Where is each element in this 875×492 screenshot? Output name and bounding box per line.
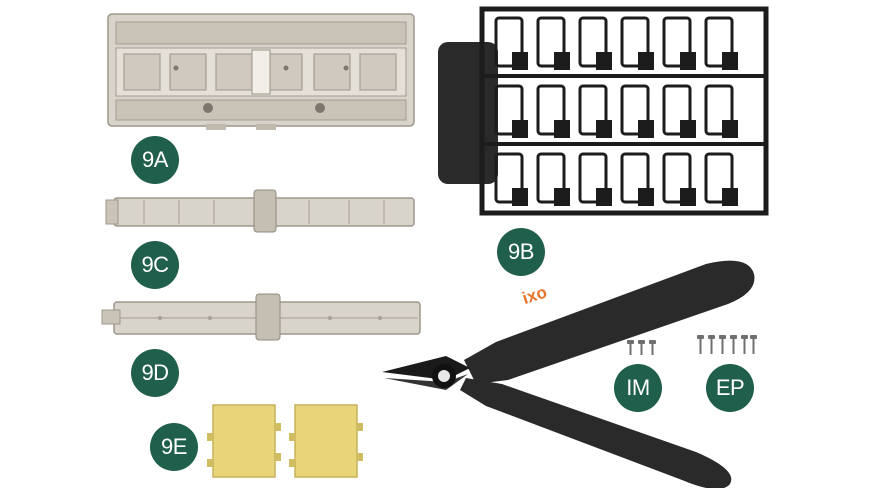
screws-ep-group bbox=[696, 334, 758, 356]
part-9e-panels bbox=[205, 403, 369, 479]
part-9a-chassis bbox=[106, 8, 418, 133]
badge-9e: 9E bbox=[150, 423, 198, 471]
badge-9a: 9A bbox=[131, 136, 179, 184]
badge-ep: EP bbox=[706, 364, 754, 412]
badge-9b: 9B bbox=[497, 228, 545, 276]
part-9c-rail bbox=[104, 186, 420, 236]
part-9d-rail bbox=[100, 292, 424, 344]
screws-im-group bbox=[625, 339, 659, 357]
part-9b-sprue bbox=[434, 6, 772, 216]
badge-im: IM bbox=[614, 364, 662, 412]
badge-9d: 9D bbox=[131, 349, 179, 397]
badge-9c: 9C bbox=[131, 241, 179, 289]
side-cutters-tool bbox=[376, 256, 760, 488]
